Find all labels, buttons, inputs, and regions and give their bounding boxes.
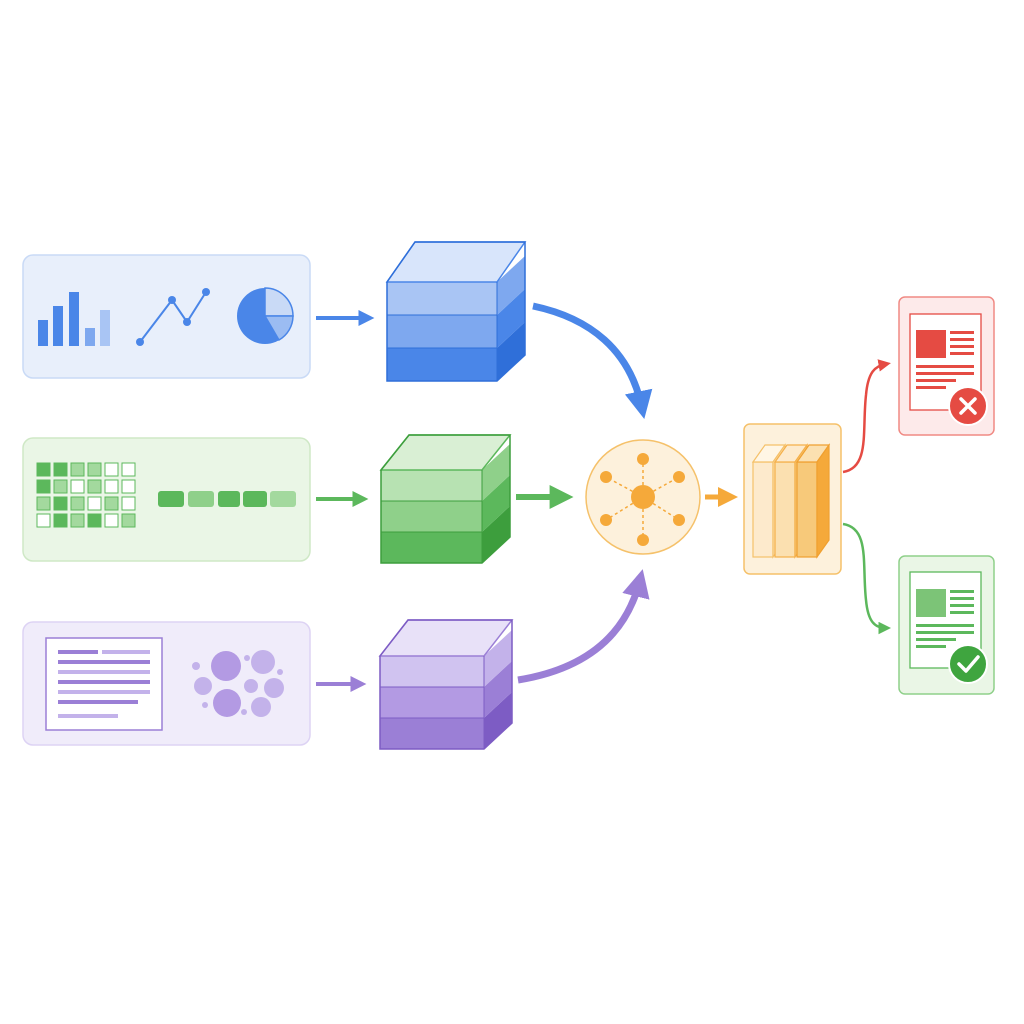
grid-cell xyxy=(70,462,85,477)
grid-cell xyxy=(87,496,102,511)
document-stack-icon xyxy=(743,423,842,575)
rejected-document-icon xyxy=(898,296,995,436)
input-panel-text xyxy=(22,621,311,746)
text-document-icon xyxy=(45,637,163,731)
grid-cell xyxy=(53,496,68,511)
grid-cell xyxy=(70,513,85,528)
binder-3 xyxy=(795,443,831,559)
approved-document-icon xyxy=(898,555,995,695)
grid-cell xyxy=(36,496,51,511)
grid-cell xyxy=(87,462,102,477)
grid-cell xyxy=(121,513,136,528)
grid-cell xyxy=(36,513,51,528)
cluster-bubbles-icon xyxy=(192,650,284,717)
grid-cell xyxy=(104,479,119,494)
arrow-blue-to-hub xyxy=(532,302,653,419)
grid-cell xyxy=(36,479,51,494)
token-sequence-icon xyxy=(158,491,296,507)
grid-cell xyxy=(53,513,68,528)
network-hub-icon xyxy=(585,439,701,555)
blue-layer-stack xyxy=(385,241,527,382)
grid-cell xyxy=(87,479,102,494)
grid-cell xyxy=(36,462,51,477)
green-layer-stack xyxy=(379,434,512,564)
check-icon xyxy=(948,644,988,684)
purple-layer-stack xyxy=(378,619,514,750)
grid-matrix-icon xyxy=(36,462,136,528)
grid-cell xyxy=(121,462,136,477)
grid-cell xyxy=(87,513,102,528)
grid-cell xyxy=(53,479,68,494)
grid-cell xyxy=(70,496,85,511)
arrow-store-to-rejected xyxy=(842,359,891,474)
close-icon xyxy=(948,386,988,426)
grid-cell xyxy=(104,462,119,477)
arrow-purple-to-hub xyxy=(517,569,650,684)
line-chart-icon xyxy=(136,288,210,346)
input-panel-charts xyxy=(22,254,311,379)
input-panel-grid xyxy=(22,437,311,562)
arrow-store-to-approved xyxy=(842,522,891,635)
grid-cell xyxy=(104,496,119,511)
pie-chart-icon xyxy=(237,287,294,344)
grid-cell xyxy=(121,496,136,511)
grid-cell xyxy=(53,462,68,477)
grid-cell xyxy=(104,513,119,528)
grid-cell xyxy=(121,479,136,494)
grid-cell xyxy=(70,479,85,494)
bar-chart-icon xyxy=(38,292,110,346)
